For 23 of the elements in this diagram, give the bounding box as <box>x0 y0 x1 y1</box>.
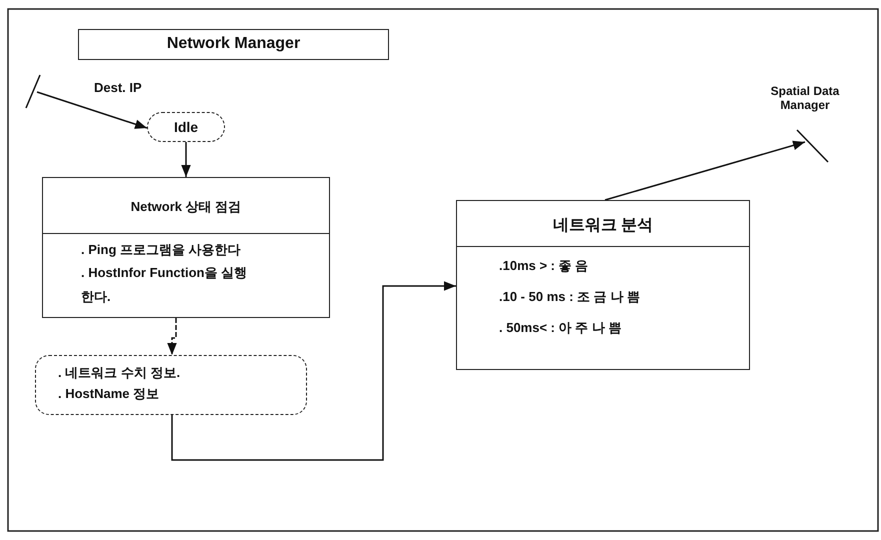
box-item: . Ping 프로그램을 사용한다 <box>81 241 242 259</box>
process-box <box>456 200 750 370</box>
box-item: . HostInfor Function을 실행 한다. <box>81 264 248 306</box>
title-text: Network Manager <box>166 35 302 53</box>
state-pill <box>147 112 225 142</box>
state-text: Idle <box>172 119 200 135</box>
box-heading: Network 상태 점검 <box>130 198 242 216</box>
component-name: Spatial Data Manager <box>770 84 840 112</box>
box-item: .10 - 50 ms : 조 금 나 쁨 <box>499 288 640 306</box>
arrow <box>604 140 806 201</box>
info-box <box>35 355 307 415</box>
edge-label: Dest. IP <box>92 80 144 95</box>
box-heading: 네트워크 분석 <box>552 216 654 236</box>
arrow <box>181 142 191 177</box>
arrow <box>36 91 148 129</box>
box-item: .10ms > : 좋 음 <box>499 257 588 275</box>
arrow <box>167 318 177 355</box>
box-item: . 50ms< : 아 주 나 쁨 <box>499 319 622 337</box>
title-box <box>78 29 389 60</box>
process-box <box>42 177 330 318</box>
info-text: . 네트워크 수치 정보. <box>58 364 180 382</box>
arrow <box>171 281 456 461</box>
info-text: . HostName 정보 <box>58 385 160 403</box>
